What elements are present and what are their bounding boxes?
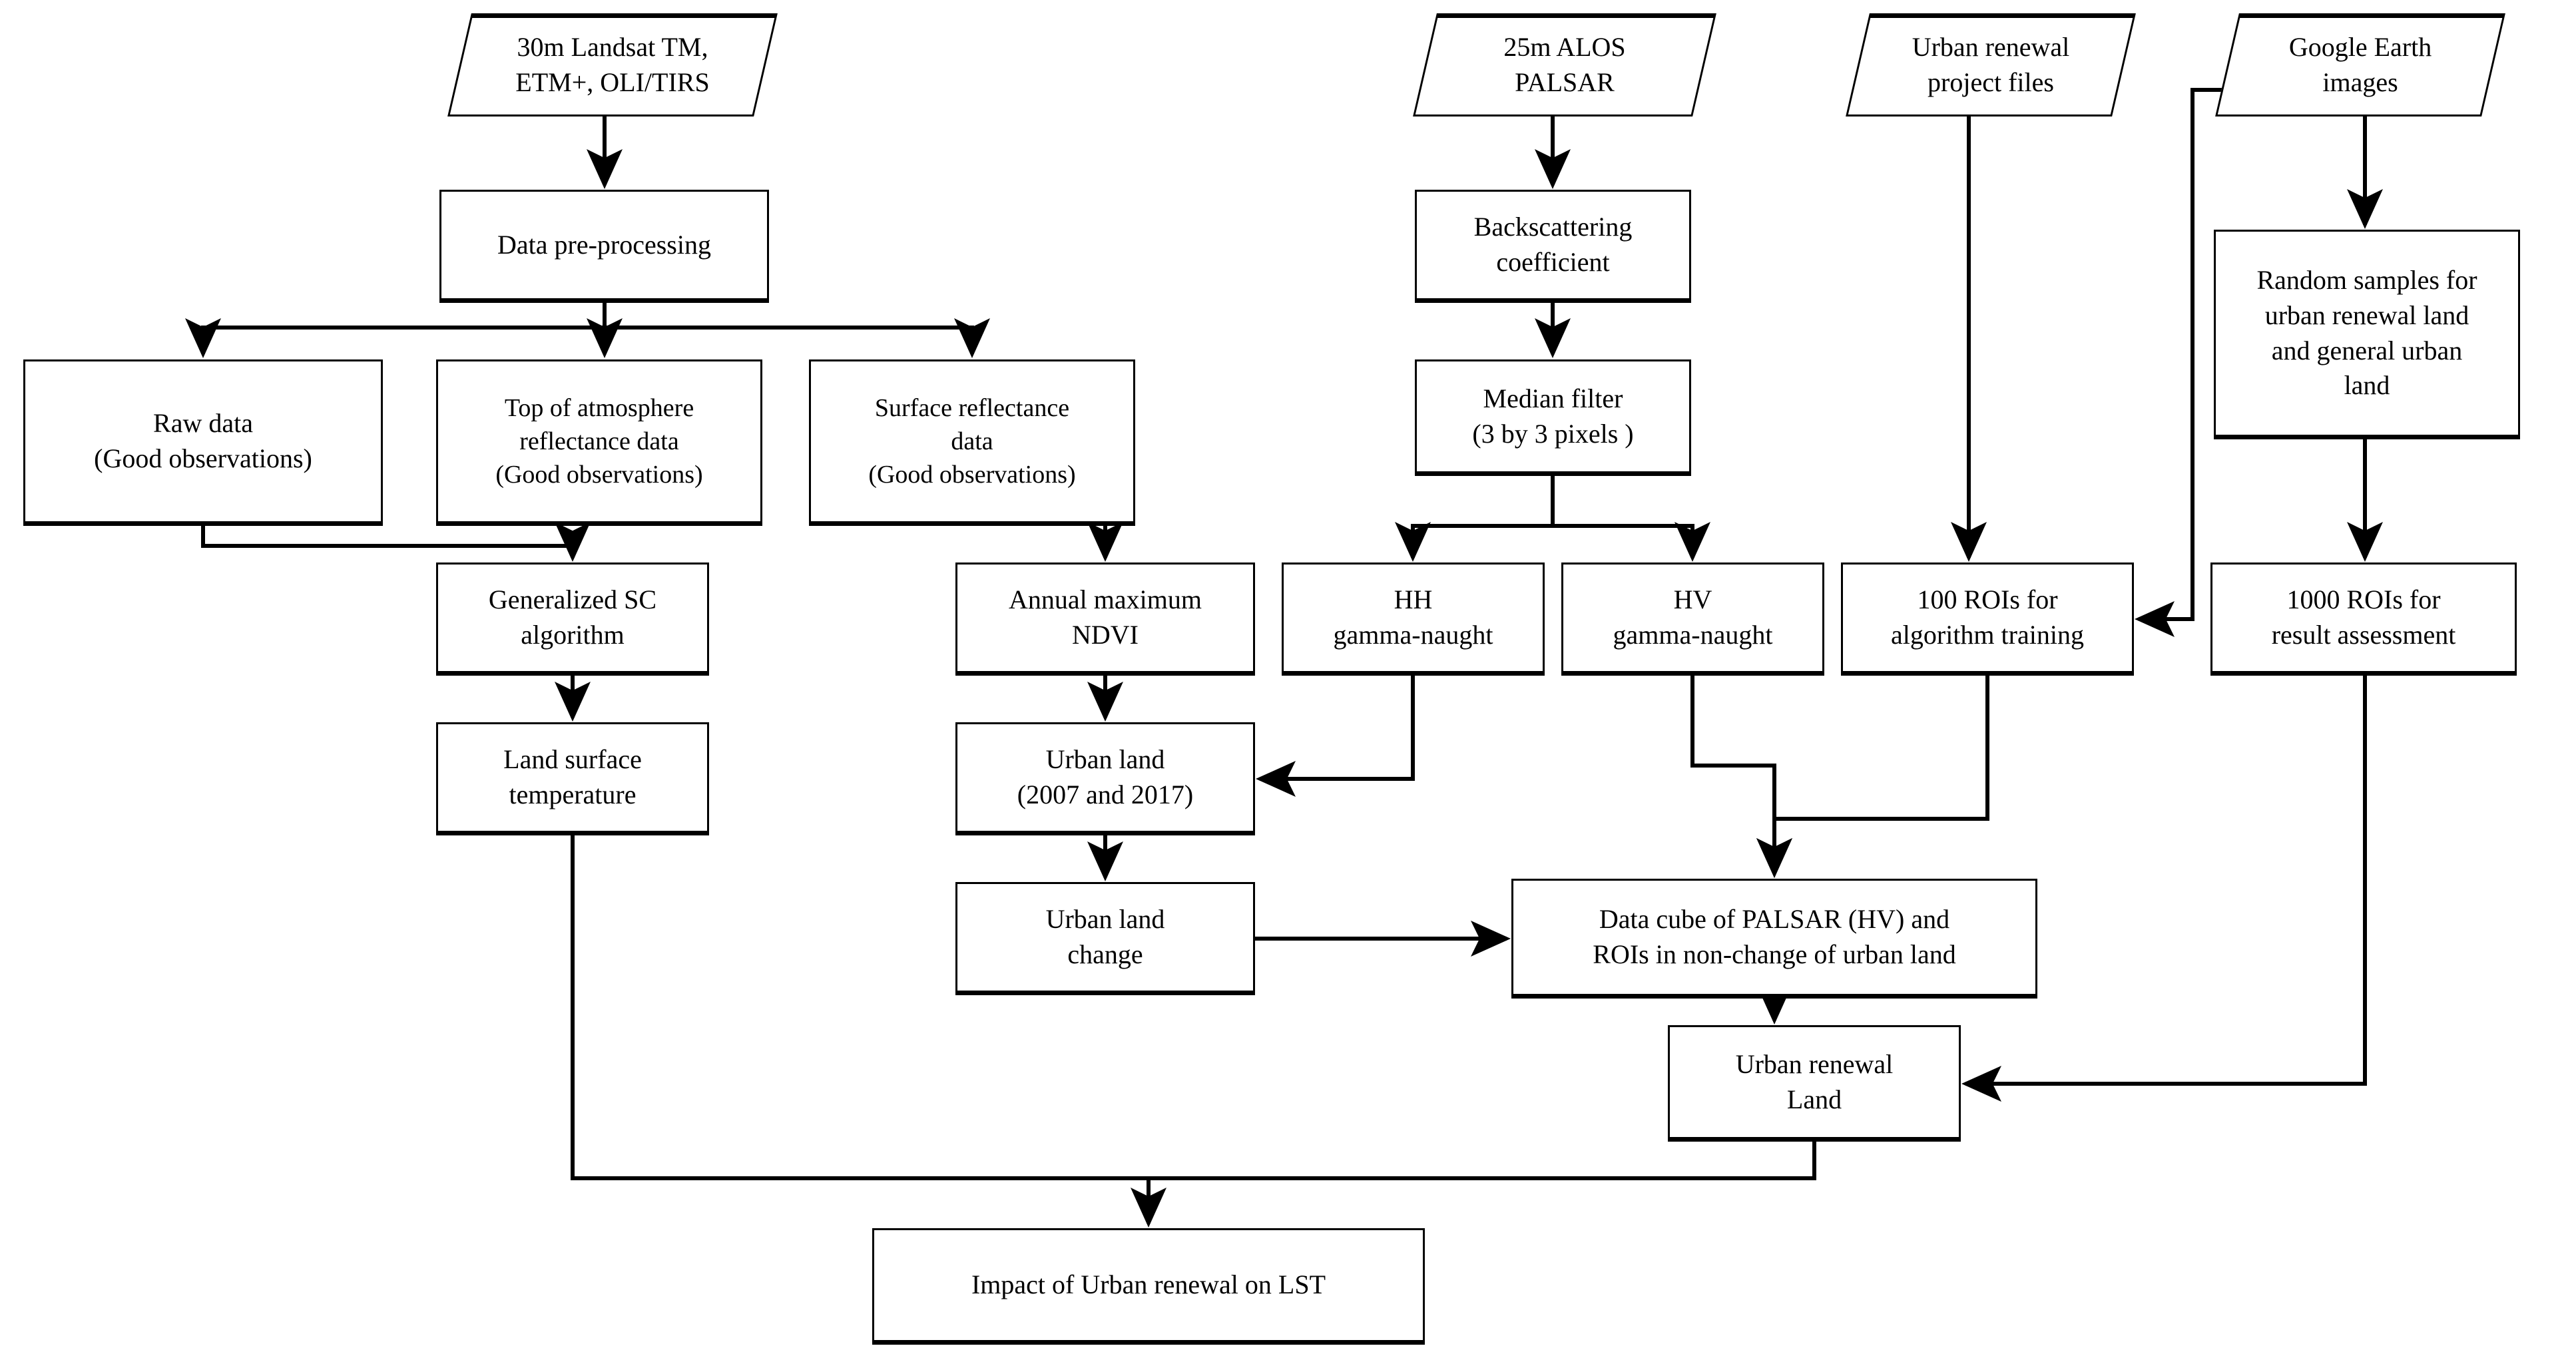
wire-median-hv (1553, 522, 1710, 562)
node-label: Urban land change (1045, 904, 1165, 969)
node-landsat-source[interactable]: 30m Landsat TM, ETM+, OLI/TIRS (447, 13, 778, 116)
node-label: 25m ALOS PALSAR (1503, 31, 1626, 97)
node-urban-renewal-land[interactable]: Urban renewal Land (1668, 1025, 1961, 1142)
wire-hh-urbanland (1256, 676, 1415, 797)
node-hv-gamma-naught[interactable]: HV gamma-naught (1561, 563, 1824, 676)
node-land-surface-temperature[interactable]: Land surface temperature (436, 722, 709, 835)
node-label: Urban renewal project files (1912, 31, 2070, 97)
node-median-filter[interactable]: Median filter (3 by 3 pixels ) (1415, 359, 1691, 476)
node-label: 100 ROIs for algorithm training (1891, 584, 2084, 650)
wire-preproc-rawdata (185, 303, 607, 358)
node-label: HH gamma-naught (1333, 584, 1493, 650)
node-google-earth-images[interactable]: Google Earth images (2215, 13, 2505, 116)
node-generalized-sc-algorithm[interactable]: Generalized SC algorithm (436, 563, 709, 676)
node-label: Backscattering coefficient (1473, 212, 1633, 277)
node-100-rois-algorithm-training[interactable]: 100 ROIs for algorithm training (1841, 563, 2134, 676)
node-label: Top of atmosphere reflectance data (Good… (495, 393, 703, 489)
node-label: Google Earth images (2288, 31, 2432, 97)
wire-roi100-datacube (1756, 676, 1989, 878)
node-1000-rois-result-assessment[interactable]: 1000 ROIs for result assessment (2210, 563, 2517, 676)
node-random-samples[interactable]: Random samples for urban renewal land an… (2214, 230, 2520, 439)
node-urban-renewal-project-files[interactable]: Urban renewal project files (1846, 13, 2136, 116)
node-label: Impact of Urban renewal on LST (971, 1269, 1326, 1300)
node-label: Land surface temperature (503, 744, 642, 809)
node-hh-gamma-naught[interactable]: HH gamma-naught (1282, 563, 1545, 676)
node-label: Random samples for urban renewal land an… (2256, 264, 2477, 401)
node-label: 1000 ROIs for result assessment (2271, 584, 2456, 650)
node-label: Median filter (3 by 3 pixels ) (1472, 383, 1634, 449)
node-annual-maximum-ndvi[interactable]: Annual maximum NDVI (955, 563, 1255, 676)
wire-renewalland-bus (1149, 1142, 1816, 1180)
node-label: Data cube of PALSAR (HV) and ROIs in non… (1593, 904, 1956, 969)
node-urban-land-2007-2017[interactable]: Urban land (2007 and 2017) (955, 722, 1255, 835)
node-label: Generalized SC algorithm (488, 584, 657, 650)
node-data-cube-palsar[interactable]: Data cube of PALSAR (HV) and ROIs in non… (1511, 879, 2037, 999)
wire-median-hh (1395, 476, 1555, 562)
node-backscattering-coefficient[interactable]: Backscattering coefficient (1415, 190, 1691, 303)
node-alos-palsar-source[interactable]: 25m ALOS PALSAR (1413, 13, 1716, 116)
wire-hv-datacube (1690, 676, 1792, 878)
node-raw-data[interactable]: Raw data (Good observations) (23, 359, 383, 526)
node-label: Raw data (Good observations) (94, 408, 312, 473)
wire-rawdata-sc (201, 522, 591, 562)
node-surface-reflectance[interactable]: Surface reflectance data (Good observati… (809, 359, 1135, 526)
node-data-preprocessing[interactable]: Data pre-processing (439, 190, 769, 303)
node-label: Annual maximum NDVI (1009, 584, 1202, 650)
node-urban-land-change[interactable]: Urban land change (955, 882, 1255, 995)
wire-preproc-surface (605, 318, 990, 358)
node-top-of-atmosphere-reflectance[interactable]: Top of atmosphere reflectance data (Good… (436, 359, 762, 526)
node-label: Urban land (2007 and 2017) (1017, 744, 1194, 809)
node-label: HV gamma-naught (1613, 584, 1773, 650)
node-label: Data pre-processing (497, 229, 711, 260)
node-label: 30m Landsat TM, ETM+, OLI/TIRS (515, 31, 710, 97)
node-label: Surface reflectance data (Good observati… (868, 393, 1076, 489)
node-label: Urban renewal Land (1735, 1048, 1894, 1114)
node-impact-of-urban-renewal-on-lst[interactable]: Impact of Urban renewal on LST (872, 1228, 1425, 1345)
